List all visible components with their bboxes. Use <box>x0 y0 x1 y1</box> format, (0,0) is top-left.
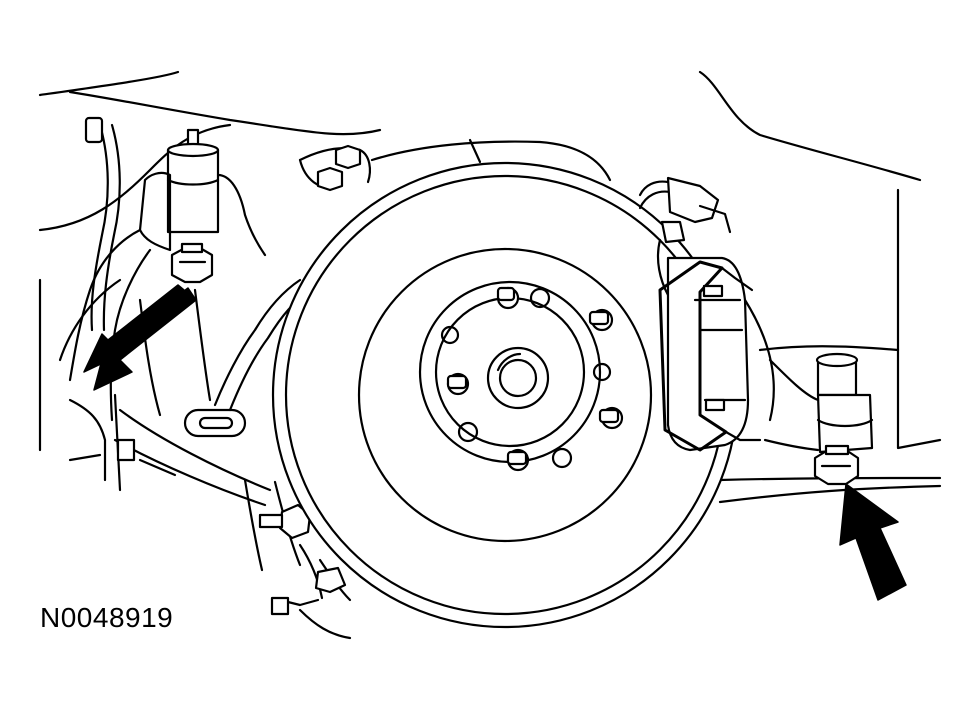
lug-stud <box>446 286 624 472</box>
body-outline <box>38 70 942 504</box>
figure-id: N0048919 <box>40 602 174 633</box>
right-shock-absorber <box>763 352 874 454</box>
left-shock-mounting-nut <box>170 242 214 284</box>
hub-bolt-hole <box>440 287 612 469</box>
left-shock-absorber <box>68 128 267 422</box>
right-shock-mounting-nut <box>813 444 860 486</box>
lower-link <box>243 478 352 640</box>
brake-caliper <box>658 256 775 452</box>
lower-control-arm <box>68 278 312 507</box>
brake-hose <box>638 176 732 297</box>
upper-bracket <box>298 138 612 192</box>
brake-line-left <box>58 116 122 362</box>
arrow-right-nut <box>839 483 907 601</box>
wheel-hub <box>486 346 550 410</box>
arrow-left-nut <box>83 284 197 391</box>
